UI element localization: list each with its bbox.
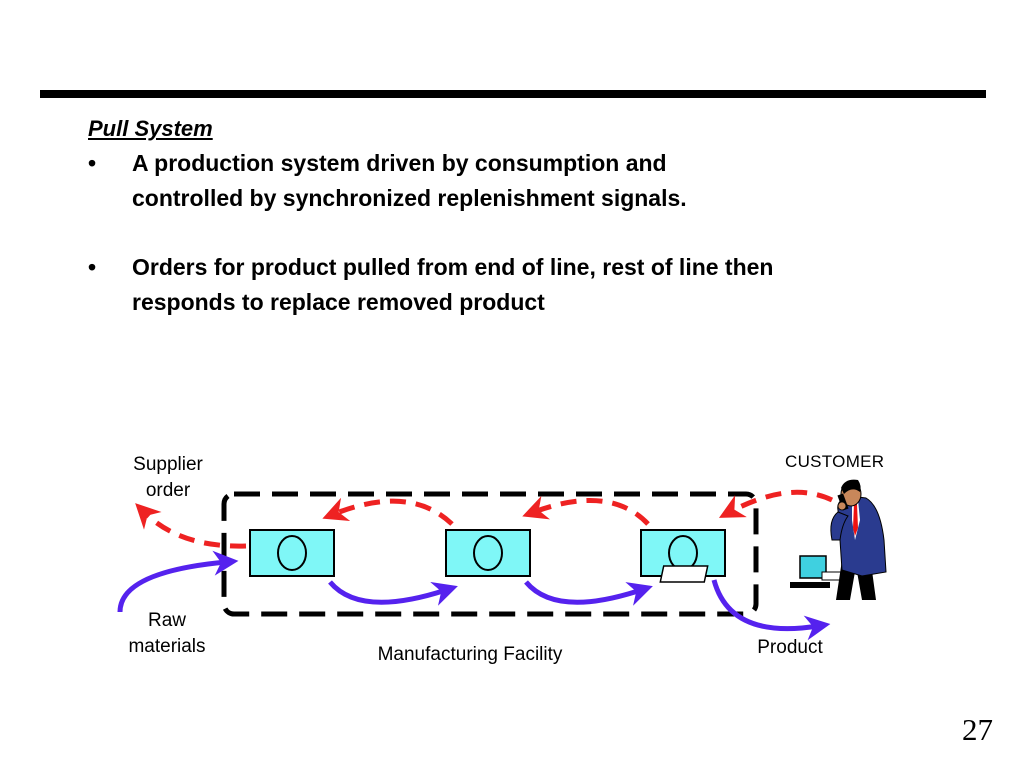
supplier-order-label-line-1: Supplier (133, 454, 203, 475)
signal-arrow-station-3-to-station-2 (522, 495, 650, 526)
bullet-1-line-1: A production system driven by consumptio… (132, 150, 667, 176)
customer-label: CUSTOMER (785, 452, 885, 471)
bullet-glyph: • (88, 150, 97, 176)
slide-heading: Pull System (88, 116, 213, 141)
material-arrow-product-out (711, 579, 831, 641)
raw-materials-label-line-2: materials (128, 636, 206, 657)
signal-arrow-customer-to-station-3 (718, 489, 834, 518)
raw-materials-label-line-1: Raw (147, 610, 186, 631)
material-arrow-raw-materials-in (117, 550, 239, 613)
bullet-1-line-2: controlled by synchronized replenishment… (132, 185, 687, 211)
page-number: 27 (962, 712, 993, 747)
bullet-2-line-1: Orders for product pulled from end of li… (132, 254, 774, 280)
product-label: Product (757, 637, 823, 658)
customer-icon (659, 479, 887, 600)
signal-arrow-station-2-to-station-1 (322, 497, 454, 526)
supplier-order-label-line-2: order (145, 480, 191, 501)
material-arrow-station-1-to-station-2 (328, 580, 458, 606)
top-rule (40, 90, 986, 98)
station-1 (249, 529, 335, 577)
signal-arrow-supplier-order (135, 503, 247, 549)
supplier-order-label: Supplier order (118, 452, 218, 504)
bullet-2-line-2: responds to replace removed product (132, 289, 545, 315)
bullet-glyph: • (88, 254, 97, 280)
raw-materials-label: Raw materials (112, 608, 222, 660)
manufacturing-facility-label: Manufacturing Facility (377, 644, 563, 665)
station-2 (445, 529, 531, 577)
material-arrow-station-2-to-station-3 (524, 580, 653, 606)
